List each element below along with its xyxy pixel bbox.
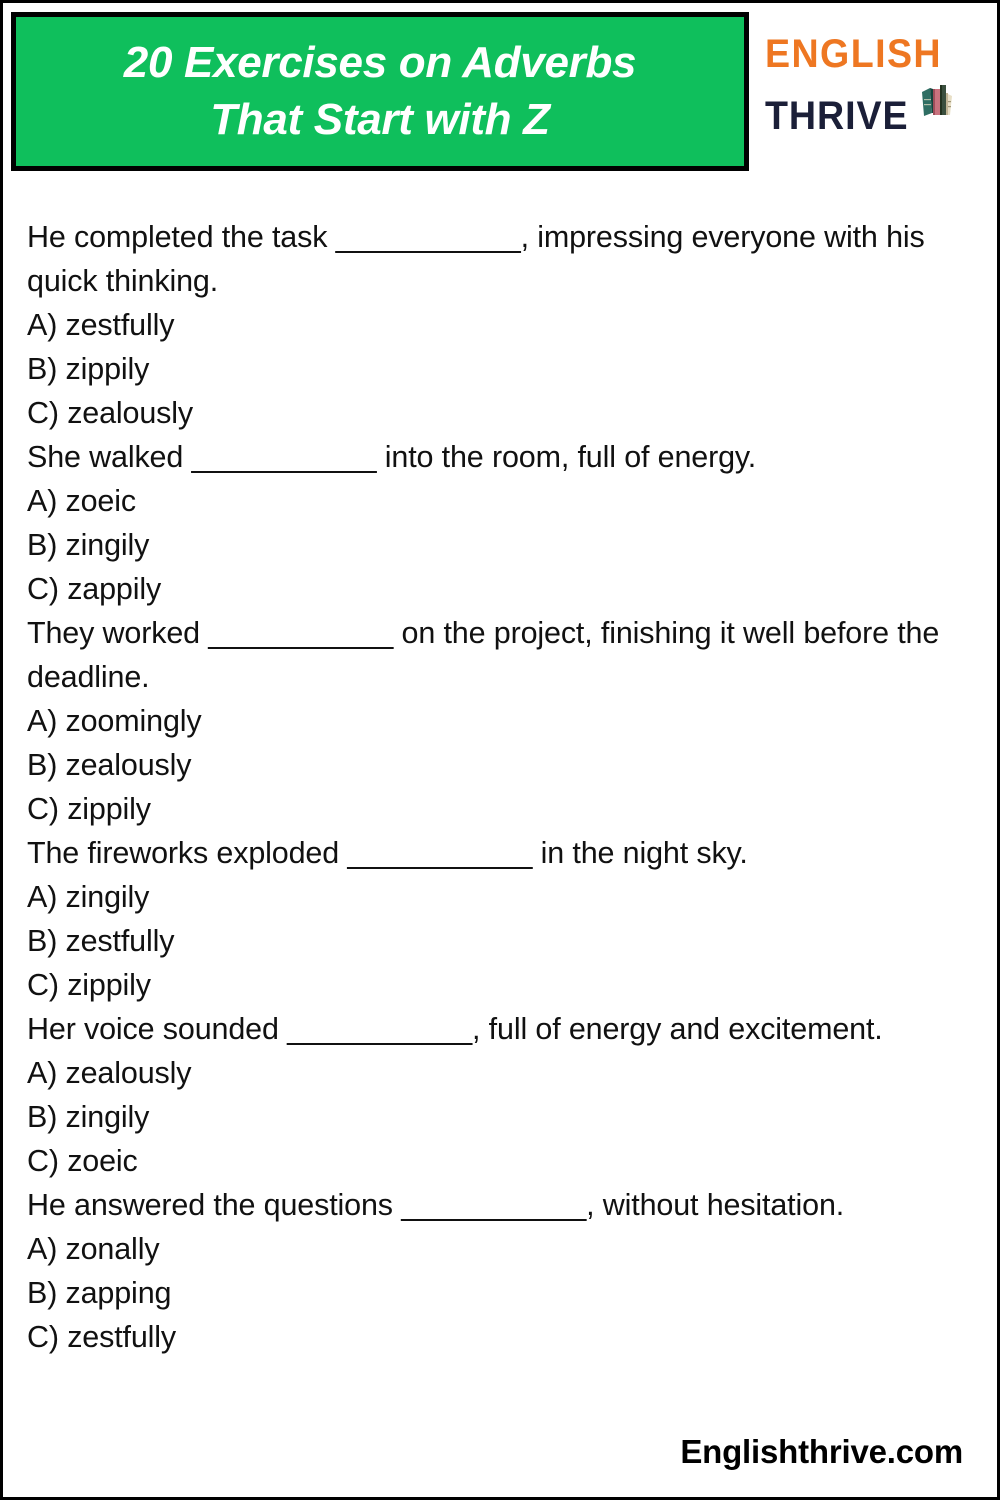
logo-row-secondary: THRIVE	[765, 79, 995, 139]
logo-text-thrive: THRIVE	[765, 94, 909, 138]
page-title: 20 Exercises on Adverbs That Start with …	[123, 38, 637, 144]
brand-logo[interactable]: ENGLISH THRIVE	[765, 31, 995, 149]
footer-website: Englishthrive.com	[680, 1433, 963, 1470]
exercise-body: He completed the task ___________, impre…	[27, 220, 940, 1354]
logo-text-english: ENGLISH	[765, 32, 942, 76]
header: 20 Exercises on Adverbs That Start with …	[3, 3, 997, 188]
title-banner: 20 Exercises on Adverbs That Start with …	[11, 12, 749, 171]
books-icon	[919, 79, 953, 136]
